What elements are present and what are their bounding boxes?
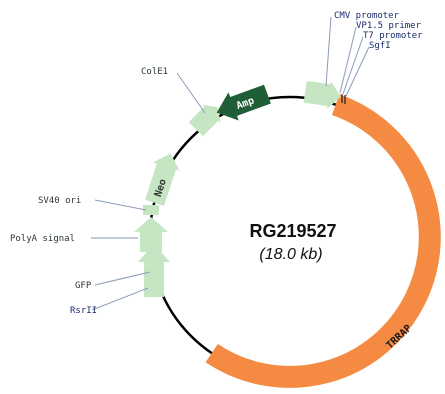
label-gfp: GFP — [75, 281, 92, 291]
feature-arrow-polya — [134, 217, 168, 252]
feature-block-cole1 — [188, 104, 221, 137]
feature-label-neo: Neo — [153, 178, 169, 199]
feature-arrow-neo: Neo — [145, 153, 180, 206]
feature-arrow-gfp — [138, 244, 170, 297]
label-rsrii: RsrII — [70, 306, 97, 316]
feature-arrow-cmv — [303, 80, 341, 109]
label-sv40-ori: SV40 ori — [38, 196, 81, 206]
label-cole1: ColE1 — [141, 67, 168, 77]
feature-block-sv40 — [143, 205, 159, 215]
label-t7-promoter: T7 promoter — [363, 31, 423, 41]
label-vp15-primer: VP1.5 primer — [356, 21, 422, 31]
leader-lines — [91, 16, 370, 311]
feature-arrow-amp: Amp — [216, 84, 271, 121]
label-polya-signal: PolyA signal — [10, 234, 75, 244]
plasmid-name: RG219527 — [249, 221, 336, 241]
label-sgfi: SgfI — [369, 41, 391, 51]
label-cmv-promoter: CMV promoter — [334, 11, 400, 21]
insert-arc-trrap — [205, 94, 441, 388]
plasmid-size: (18.0 kb) — [259, 246, 322, 263]
